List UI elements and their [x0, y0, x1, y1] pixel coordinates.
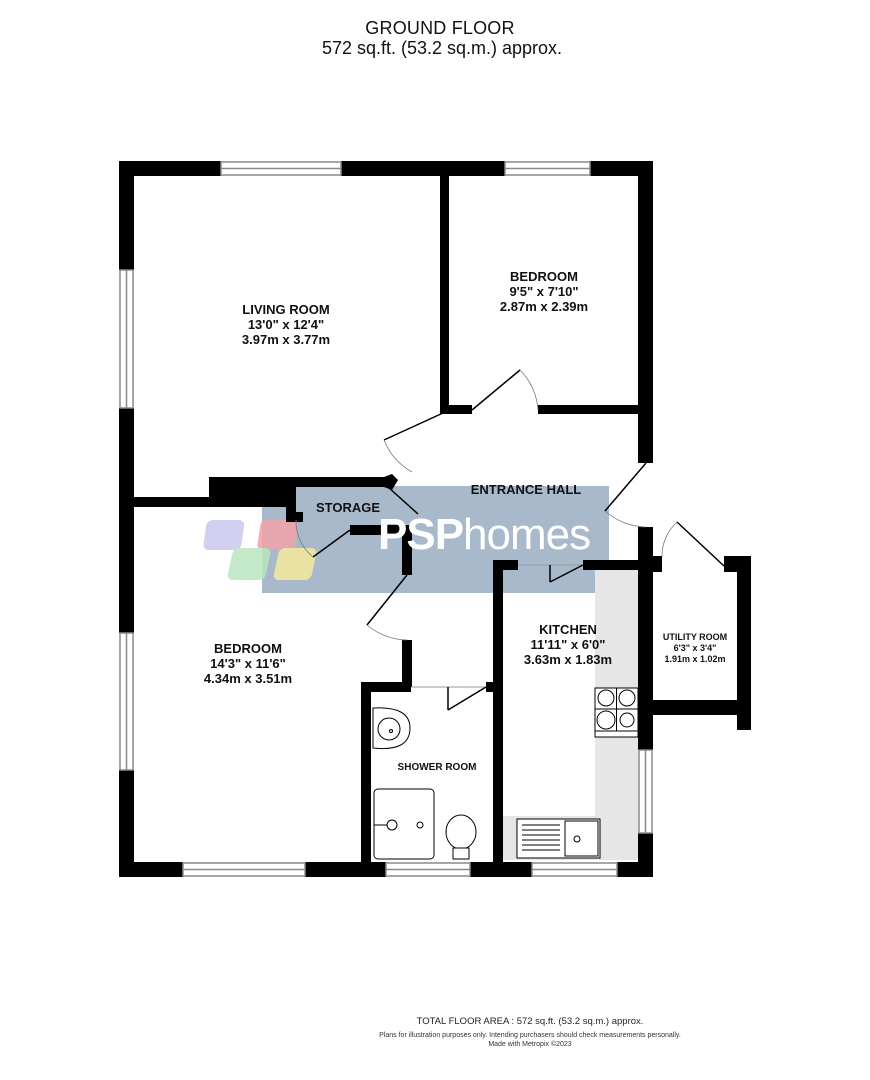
door-utility: [661, 521, 725, 567]
door-front: [604, 462, 647, 528]
window-kitchen-bottom: [531, 862, 618, 877]
room-label-storage: STORAGE: [315, 500, 381, 515]
watermark-panel: [262, 486, 609, 593]
doors: [295, 369, 725, 711]
window-shower-bottom: [385, 862, 471, 877]
footer-disclaimer: Plans for illustration purposes only. In…: [379, 1032, 681, 1048]
window-bedroom2-bottom: [182, 862, 306, 877]
sink-icon: [516, 818, 601, 859]
room-label-bedroom-1: BEDROOM 9'5" x 7'10" 2.87m x 2.39m: [499, 269, 589, 314]
door-bedroom2: [366, 574, 408, 641]
walls: [119, 161, 751, 877]
hob-icon: [594, 687, 639, 738]
room-label-utility-room: UTILITY ROOM 6'3" x 3'4" 1.91m x 1.02m: [662, 632, 728, 664]
floor-area: 572 sq.ft. (53.2 sq.m.) approx.: [321, 38, 563, 58]
window-kitchen-right: [638, 749, 653, 834]
room-label-bedroom-2: BEDROOM 14'3" x 11'6" 4.34m x 3.51m: [203, 641, 293, 686]
room-label-living-room: LIVING ROOM 13'0" x 12'4" 3.97m x 3.77m: [241, 302, 331, 347]
shower-tray-icon: [373, 788, 435, 860]
door-storage: [387, 486, 419, 515]
door-living: [383, 412, 444, 473]
washbasin-icon: [372, 707, 411, 750]
windows: [119, 161, 653, 877]
floor-name: GROUND FLOOR: [365, 18, 515, 38]
floor-title-block: GROUND FLOOR 572 sq.ft. (53.2 sq.m.) app…: [0, 18, 870, 58]
room-label-kitchen: KITCHEN 11'11" x 6'0" 3.63m x 1.83m: [523, 622, 613, 667]
toilet-icon: [445, 814, 477, 860]
total-floor-area: TOTAL FLOOR AREA : 572 sq.ft. (53.2 sq.m…: [416, 1016, 644, 1027]
door-kitchen: [518, 564, 584, 583]
door-storage-inner: [295, 519, 351, 558]
watermark-brand: PSPhomes: [378, 510, 591, 559]
window-living-left: [119, 269, 134, 409]
window-bedroom1-top: [504, 161, 591, 176]
room-label-shower-room: SHOWER ROOM: [397, 762, 477, 773]
door-bedroom1: [471, 369, 539, 411]
window-bedroom2-left: [119, 632, 134, 771]
room-label-entrance-hall: ENTRANCE HALL: [470, 482, 582, 497]
watermark-logo-icon: [203, 520, 317, 580]
window-living-top: [220, 161, 342, 176]
door-shower: [411, 686, 487, 711]
